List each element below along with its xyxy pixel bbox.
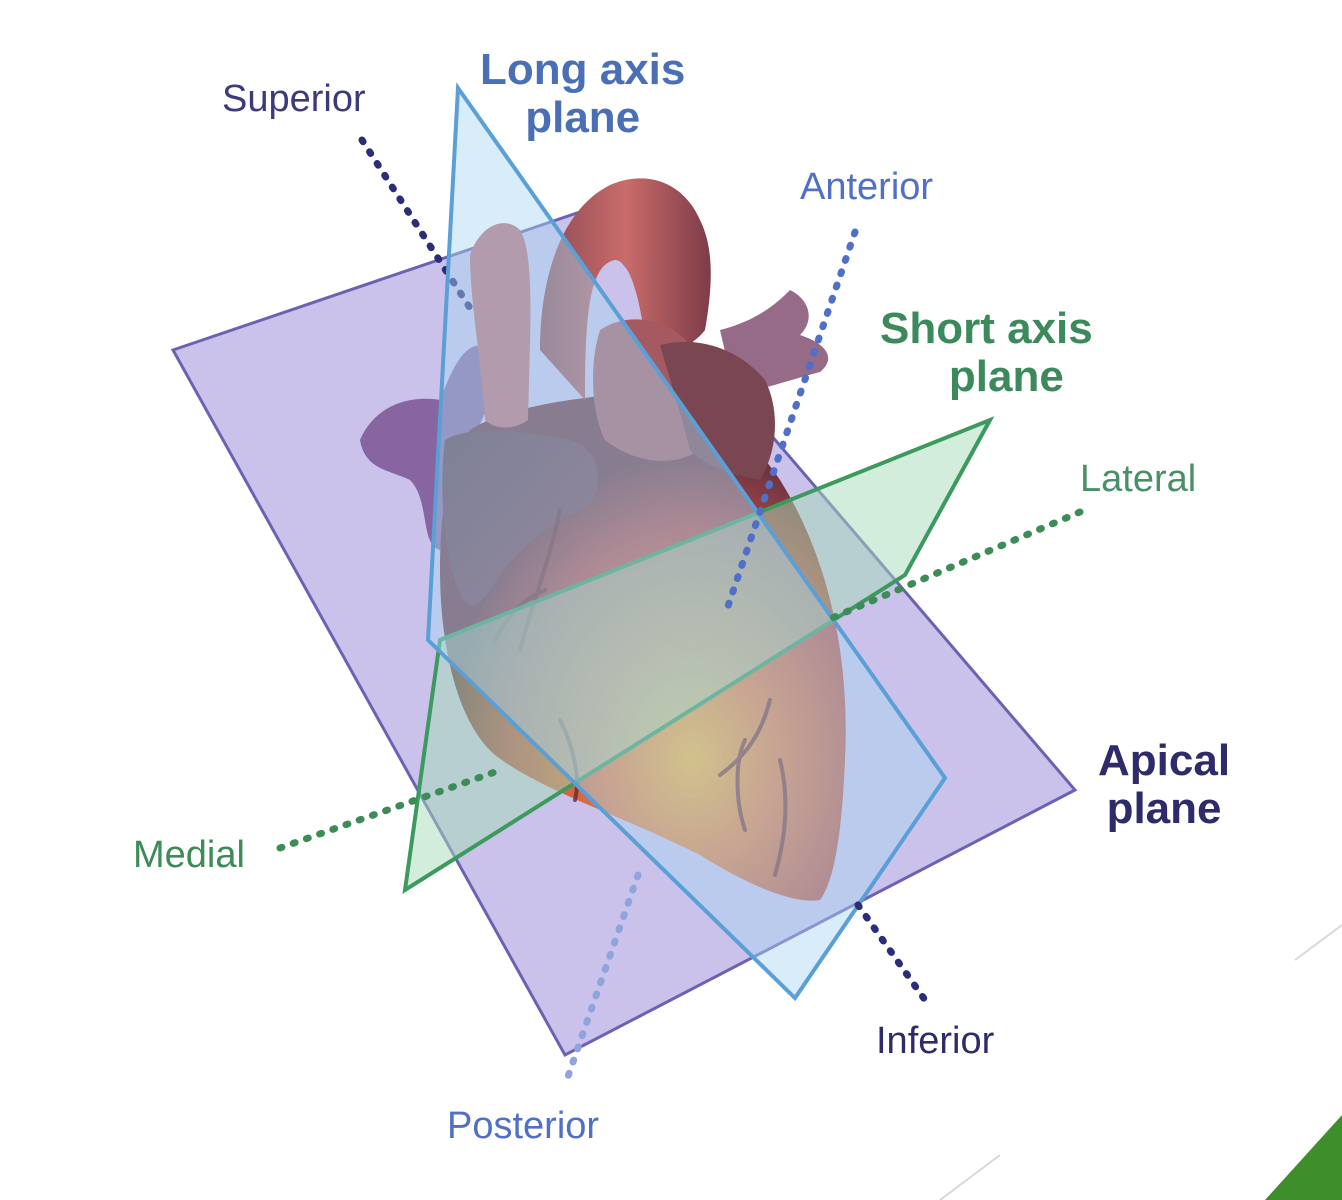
long-axis-label-line1: Long axis bbox=[480, 45, 686, 94]
short-axis-plane bbox=[402, 416, 995, 894]
inferior-label: Inferior bbox=[876, 1020, 995, 1062]
medial-axis-line bbox=[276, 768, 499, 852]
superior-label: Superior bbox=[222, 78, 366, 120]
posterior-label: Posterior bbox=[447, 1105, 600, 1147]
inferior-axis-line bbox=[854, 901, 929, 1004]
anterior-axis-line bbox=[721, 228, 859, 619]
short-axis-label-line1: Short axis bbox=[880, 304, 1093, 353]
slide-accent-line-1 bbox=[1294, 924, 1342, 961]
apical-plane-label: Apical plane bbox=[1098, 737, 1230, 833]
lateral-axis-line bbox=[828, 508, 1084, 622]
posterior-axis-line bbox=[561, 871, 642, 1089]
long-axis-plane-label: Long axis plane bbox=[480, 46, 685, 142]
medial-label: Medial bbox=[133, 834, 245, 876]
lateral-label: Lateral bbox=[1080, 458, 1197, 500]
superior-axis-line bbox=[358, 136, 474, 312]
anterior-label: Anterior bbox=[800, 166, 934, 208]
slide-accent-line-2 bbox=[939, 1154, 1001, 1200]
right-atrium bbox=[660, 341, 776, 480]
long-axis-label-line2: plane bbox=[525, 93, 641, 142]
apical-label-line2: plane bbox=[1106, 784, 1222, 833]
long-axis-plane bbox=[425, 82, 948, 1002]
pulmonary-vein bbox=[360, 345, 495, 550]
short-axis-label-line2: plane bbox=[948, 352, 1064, 401]
left-atrium bbox=[442, 430, 599, 605]
short-axis-plane-label: Short axis plane bbox=[880, 305, 1093, 401]
superior-vena-cava bbox=[470, 223, 531, 428]
slide-accent-triangle bbox=[1265, 1115, 1342, 1200]
apical-label-line1: Apical bbox=[1098, 736, 1231, 785]
